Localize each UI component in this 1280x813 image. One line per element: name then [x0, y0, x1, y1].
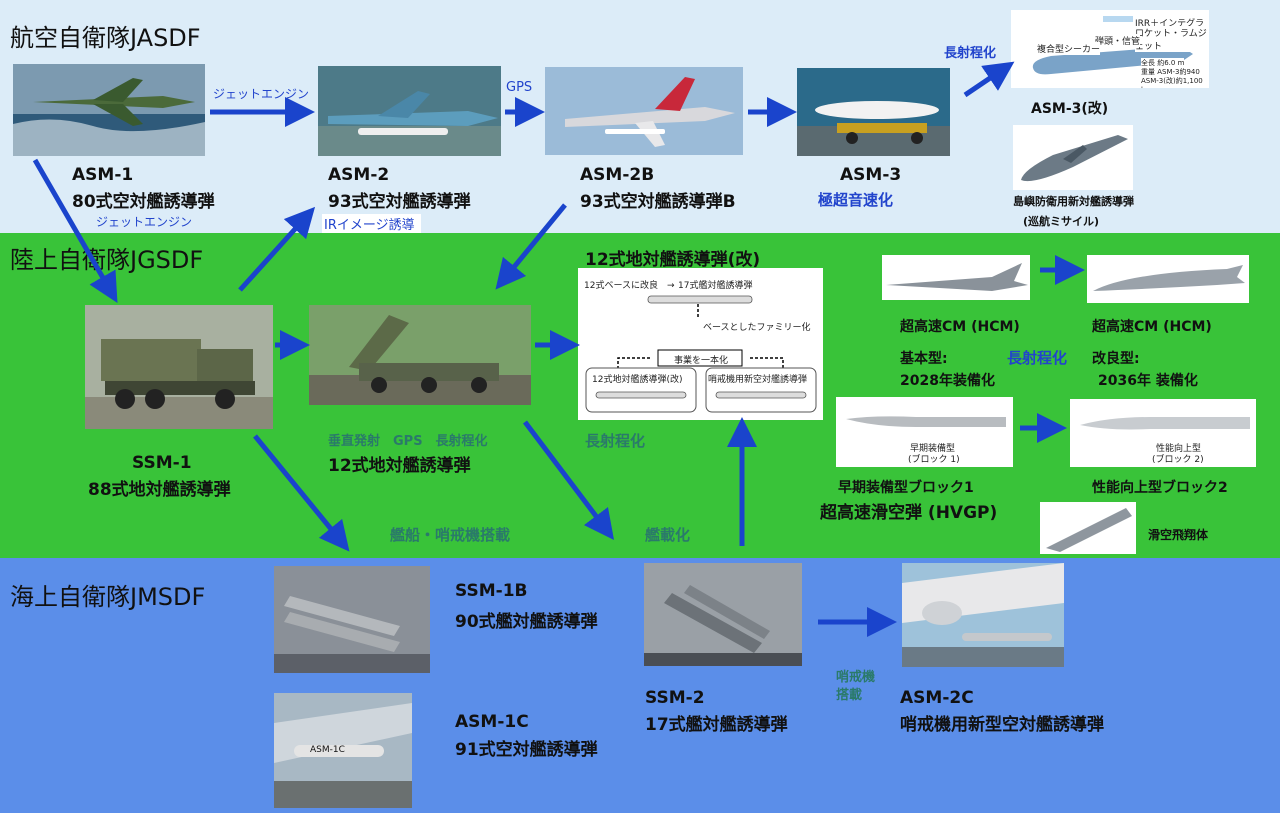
asm2c-code: ASM-2C [900, 688, 974, 708]
type12kai-diag-line1: 12式ベースに改良 → [584, 281, 675, 291]
type12kai-diag-unify: 事業を一本化 [674, 356, 729, 366]
asm1-code: ASM-1 [72, 165, 134, 185]
asm2b-code: ASM-2B [580, 165, 655, 185]
hcm-range-note: 長射程化 [1007, 349, 1068, 367]
asm2b-name: 93式空対艦誘導弾B [580, 192, 736, 212]
type12kai-diag-family: ベースとしたファミリー化 [703, 323, 811, 333]
hcm-base-year: 2028年装備化 [900, 373, 995, 389]
asm1c-photo: ASM-1C [274, 693, 412, 808]
hvgp-block2-name: 性能向上型ブロック2 [1092, 480, 1228, 496]
glider-name: 滑空飛翔体 [1148, 528, 1209, 542]
hcm-base-type: 基本型: [900, 351, 948, 367]
arrow-asm1-ssm1 [32, 158, 118, 303]
arrow-asm2b-type12 [495, 203, 567, 290]
hcm-improved-type: 改良型: [1092, 351, 1140, 367]
arrow-type12-ssm2 [523, 420, 615, 540]
ssm1-code: SSM-1 [132, 453, 192, 473]
ssm1b-code: SSM-1B [455, 581, 528, 601]
label-shipborne: 艦載化 [645, 526, 691, 544]
asm3-note: 極超音速化 [818, 191, 894, 209]
hcm-improved-name: 超高速CM (HCM) [1092, 319, 1212, 335]
label-ship-patrol: 艦船・哨戒機搭載 [390, 526, 511, 544]
type12kai-diag-line2: 17式艦対艦誘導弾 [678, 281, 753, 291]
type12-name: 12式地対艦誘導弾 [328, 456, 471, 476]
type12kai-diag-right: 哨戒機用新空対艦誘導弾 [708, 375, 808, 385]
hvgp-block2-image: 性能向上型 (ブロック 2) [1070, 399, 1256, 467]
hvgp-block1-img-label2: (ブロック 1) [908, 455, 960, 465]
hcm-base-name: 超高速CM (HCM) [900, 319, 1020, 335]
type12kai-title: 12式地対艦誘導弾(改) [585, 250, 761, 270]
label-patrol-1: 哨戒機 [836, 670, 876, 685]
asm2-code: ASM-2 [328, 165, 390, 185]
sea-band [0, 558, 1280, 813]
asm3-spec-warhead: 弾頭・信管 [1095, 34, 1141, 47]
asm1c-code: ASM-1C [455, 712, 529, 732]
ssm2-code: SSM-2 [645, 688, 705, 708]
label-gps: GPS [506, 80, 533, 95]
hcm-improved-year: 2036年 装備化 [1098, 373, 1198, 389]
ssm2-photo [644, 563, 802, 666]
arrow-ssm1-sea [253, 434, 350, 552]
air-band-title: 航空自衛隊JASDF [10, 24, 201, 52]
asm3-spec-weight2: ASM-3(改)約1,100 kg [1141, 76, 1209, 88]
label-range-air: 長射程化 [944, 46, 997, 61]
asm2c-photo [902, 563, 1064, 667]
label-jet-engine-1: ジェットエンジン [213, 87, 310, 101]
hvgp-name: 超高速滑空弾 (HVGP) [820, 503, 998, 523]
asm3-spec-len: 全長 約6.0 m [1141, 58, 1185, 68]
label-patrol-2: 搭載 [836, 688, 863, 703]
ssm1-name: 88式地対艦誘導弾 [88, 480, 231, 500]
hcm-base-image [882, 255, 1030, 300]
asm3kai-code: ASM-3(改) [1031, 101, 1109, 117]
asm3kai-diagram: IRR＋インテグラル・ ロケット・ラムジェット 弾頭・信管 複合型シーカー 全長… [1011, 10, 1209, 88]
hcm-improved-image [1087, 255, 1249, 303]
asm3-spec-seeker: 複合型シーカー [1037, 42, 1101, 55]
ground-band-title: 陸上自衛隊JGSDF [10, 246, 204, 274]
arrow-ssm1-asm2 [238, 206, 316, 292]
ssm1b-name: 90式艦対艦誘導弾 [455, 612, 598, 632]
island-missile-photo [1013, 125, 1133, 190]
label-ir-guidance: IRイメージ誘導 [322, 214, 421, 233]
island-missile-name: 島嶼防衛用新対艦誘導弾 [1013, 195, 1134, 208]
type12-photo [309, 305, 531, 405]
asm3-spec-ramjet: ロケット・ラムジェット [1135, 26, 1209, 52]
asm1-name: 80式空対艦誘導弾 [72, 192, 215, 212]
hvgp-block1-image: 早期装備型 (ブロック 1) [836, 397, 1013, 467]
asm2c-name: 哨戒機用新型空対艦誘導弾 [900, 715, 1104, 735]
asm2-name: 93式空対艦誘導弾 [328, 192, 471, 212]
asm2-photo [318, 66, 501, 156]
ssm2-name: 17式艦対艦誘導弾 [645, 715, 788, 735]
hvgp-block1-img-label1: 早期装備型 [910, 444, 956, 454]
glider-image [1040, 502, 1136, 554]
asm2b-photo [545, 67, 743, 155]
asm3-photo [797, 68, 950, 156]
ssm1b-photo [274, 566, 430, 673]
label-jet-engine-2: ジェットエンジン [96, 215, 193, 229]
ssm1-photo [85, 305, 273, 429]
asm1c-name: 91式空対艦誘導弾 [455, 740, 598, 760]
type12-tags: 垂直発射 GPS 長射程化 [328, 434, 488, 449]
type12kai-note: 長射程化 [585, 432, 646, 450]
arrow-asm3-asm3kai [963, 61, 1015, 98]
type12kai-diag-left: 12式地対艦誘導弾(改) [592, 375, 683, 385]
asm1c-painted-text: ASM-1C [310, 745, 345, 755]
sea-band-title: 海上自衛隊JMSDF [10, 583, 206, 611]
hvgp-block2-img-label1: 性能向上型 [1156, 444, 1202, 454]
asm3-code: ASM-3 [840, 165, 902, 185]
island-missile-note: (巡航ミサイル) [1023, 215, 1100, 228]
hvgp-block1-name: 早期装備型ブロック1 [838, 480, 974, 496]
asm1-photo [13, 64, 205, 156]
hvgp-block2-img-label2: (ブロック 2) [1152, 455, 1204, 465]
type12kai-diagram: 12式ベースに改良 → 17式艦対艦誘導弾 ベースとしたファミリー化 事業を一本… [578, 268, 823, 420]
